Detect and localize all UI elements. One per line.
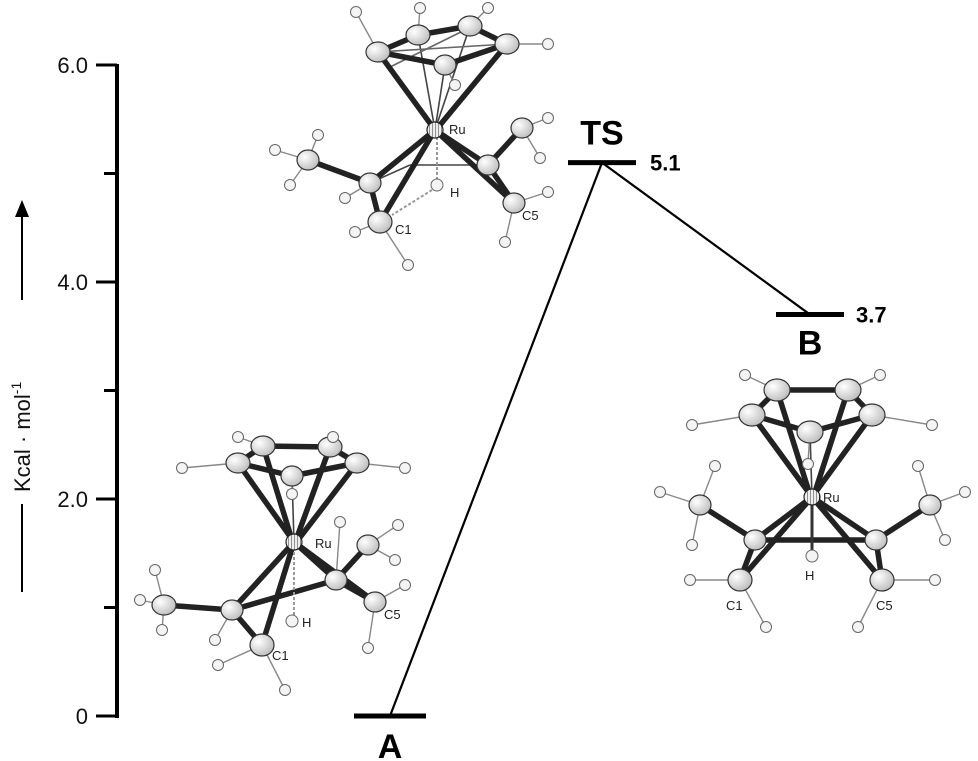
energy-levels: A TS 5.1B 3.7 (354, 115, 887, 761)
energy-label-ts: 5.1 (650, 151, 681, 176)
ts-ru-label: Ru (449, 122, 466, 137)
ts-h-label: H (450, 185, 459, 200)
ts-c1-label: C1 (395, 222, 412, 237)
y-axis-title: Kcal · mol-1 (8, 200, 35, 592)
connector-a-ts (388, 162, 604, 717)
b-c1-label: C1 (726, 598, 743, 613)
molecule-ts: Ru H C1 C5 (269, 2, 554, 271)
b-ru-label: Ru (823, 490, 840, 505)
molecule-b: Ru H C1 C5 (654, 369, 971, 633)
y-tick-label: 0 (76, 704, 88, 729)
state-label-a: A (378, 728, 403, 761)
a-ru-label: Ru (315, 536, 332, 551)
a-c5-label: C5 (384, 607, 401, 622)
a-c1-label: C1 (272, 648, 289, 663)
y-tick-label: 6.0 (57, 53, 88, 78)
ts-c5-label: C5 (522, 208, 539, 223)
y-tick-label: 4.0 (57, 270, 88, 295)
b-c5-label: C5 (876, 598, 893, 613)
molecule-a: Ru H C1 C5 (134, 431, 411, 696)
connector-ts-b (601, 161, 811, 316)
energy-label-b: 3.7 (856, 303, 887, 328)
y-axis: 0 2.0 4.0 6.0 (57, 53, 119, 729)
y-axis-ticks: 0 2.0 4.0 6.0 (57, 53, 117, 729)
state-label-b: B (798, 325, 823, 363)
a-h-label: H (302, 615, 311, 630)
y-title-arrowhead (15, 200, 29, 217)
y-axis-label: Kcal · mol-1 (8, 382, 35, 492)
state-label-ts: TS (580, 115, 623, 153)
y-tick-label: 2.0 (57, 487, 88, 512)
b-h-label: H (805, 568, 814, 583)
